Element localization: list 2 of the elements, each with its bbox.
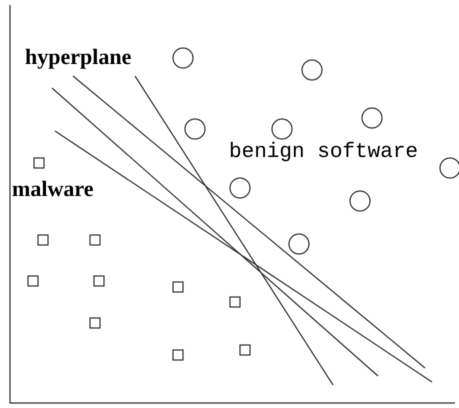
- plot-label: hyperplane: [25, 46, 132, 68]
- plot-label: benign software: [229, 142, 418, 163]
